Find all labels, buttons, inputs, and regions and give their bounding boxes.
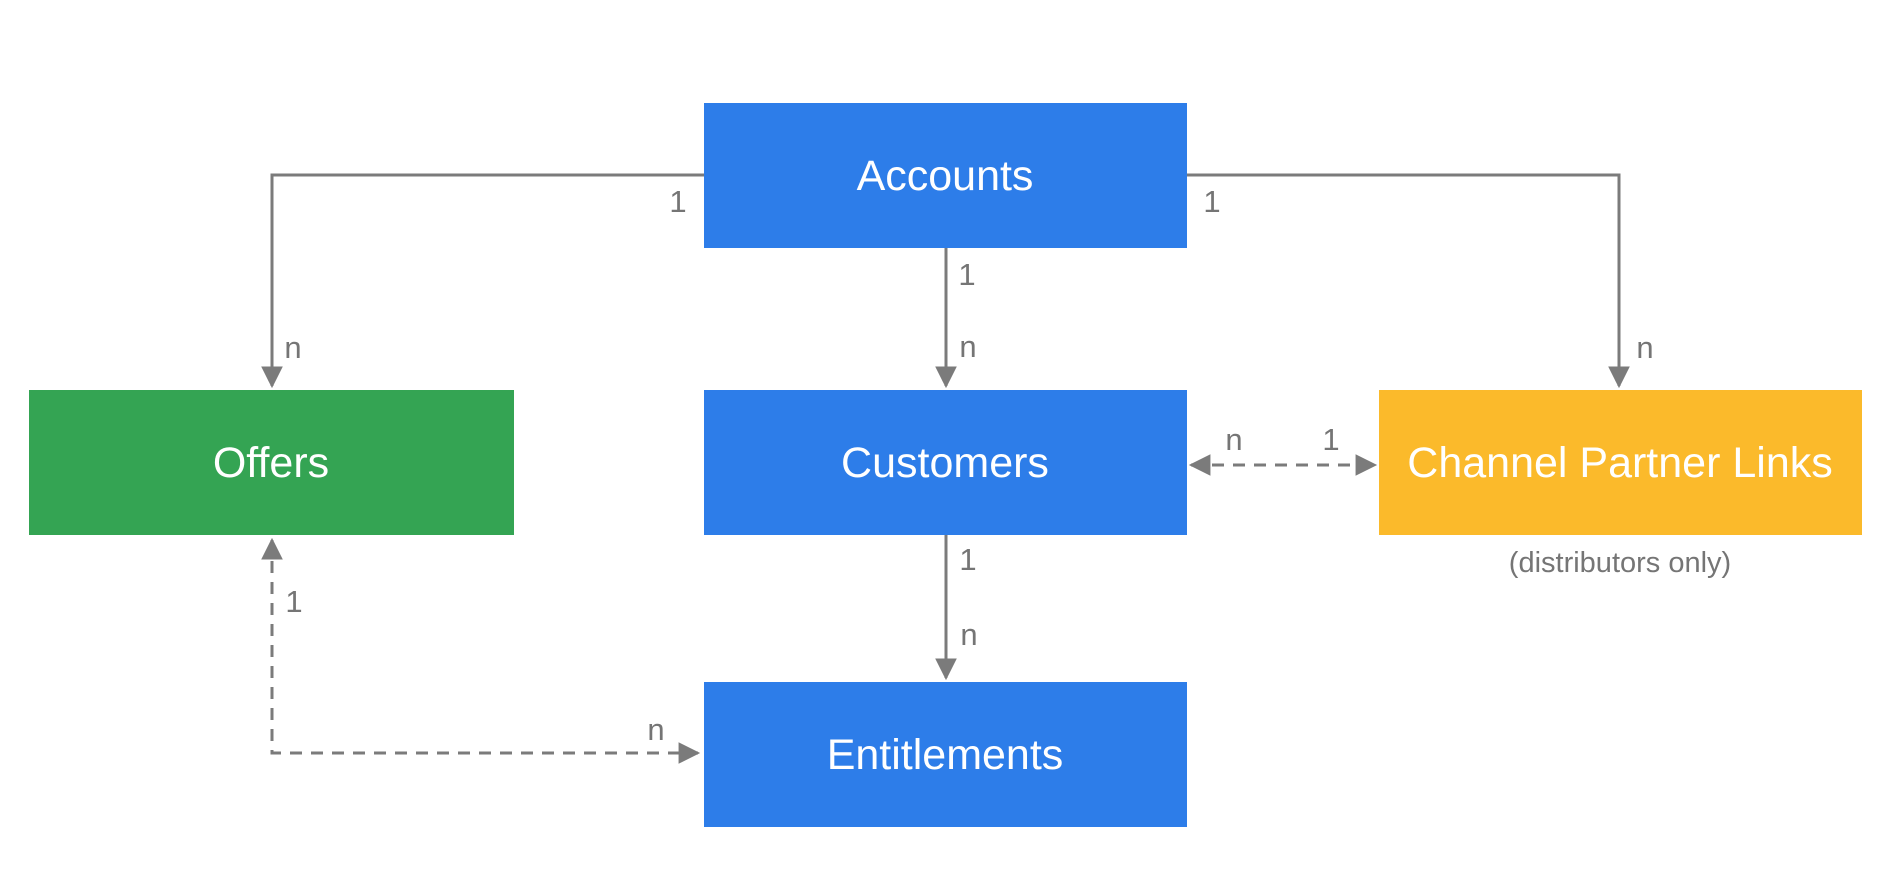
node-offers: Offers <box>29 390 514 535</box>
node-channel-partner-links-caption: (distributors only) <box>1509 547 1731 579</box>
edge-customers-channel-partner-links-cardinality-1: 1 <box>1322 422 1339 457</box>
edge-accounts-channel-partner-links-cardinality-n: n <box>1636 330 1653 365</box>
node-customers: Customers <box>704 390 1187 535</box>
edge-accounts-offers-cardinality-n: n <box>284 330 301 365</box>
node-channel-partner-links: Channel Partner Links (distributors only… <box>1379 390 1862 579</box>
node-offers-box <box>29 390 514 535</box>
edge-offers-entitlements <box>261 537 701 764</box>
edge-customers-channel-partner-links-cardinality-n: n <box>1225 422 1242 457</box>
edge-accounts-offers-cardinality-1: 1 <box>669 184 686 219</box>
edge-customers-entitlements-cardinality-n: n <box>960 617 977 652</box>
edge-accounts-customers-cardinality-1: 1 <box>958 257 975 292</box>
edge-customers-entitlements-cardinality-1: 1 <box>959 542 976 577</box>
edge-accounts-offers <box>261 173 704 389</box>
edge-accounts-channel-partner-links-cardinality-1: 1 <box>1203 184 1220 219</box>
node-customers-label: Customers <box>841 439 1049 487</box>
edge-offers-entitlements-cardinality-1: 1 <box>285 584 302 619</box>
node-channel-partner-links-box <box>1379 390 1862 535</box>
node-customers-box <box>704 390 1187 535</box>
node-offers-label: Offers <box>213 439 329 487</box>
node-accounts-box <box>704 103 1187 248</box>
node-accounts: Accounts <box>704 103 1187 248</box>
node-entitlements: Entitlements <box>704 682 1187 827</box>
edge-accounts-customers-cardinality-n: n <box>959 329 976 364</box>
edge-accounts-channel-partner-links <box>1187 173 1630 389</box>
node-accounts-label: Accounts <box>857 152 1034 200</box>
node-entitlements-box <box>704 682 1187 827</box>
node-channel-partner-links-label: Channel Partner Links <box>1407 439 1832 487</box>
node-entitlements-label: Entitlements <box>827 731 1064 779</box>
edge-offers-entitlements-cardinality-n: n <box>647 712 664 747</box>
